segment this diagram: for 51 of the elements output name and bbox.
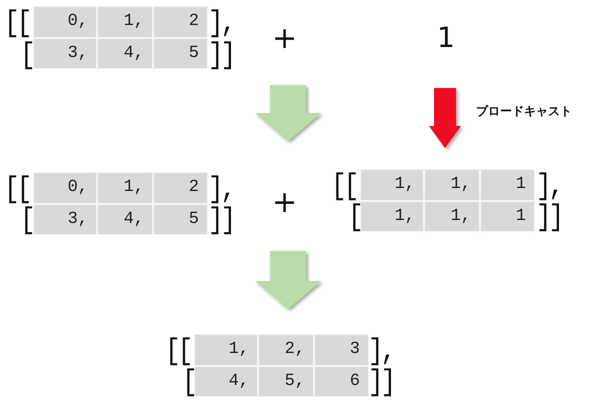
bracket: [[ (331, 171, 356, 201)
plus-sign: + (272, 188, 298, 218)
bracket: ]] (208, 205, 234, 235)
scalar-value: 1 (437, 23, 455, 53)
bracket: ], (208, 8, 234, 38)
bracket: ]] (536, 202, 562, 232)
bracket: [[ (4, 174, 30, 204)
matrix-cell: 0, (34, 7, 96, 37)
matrix-cell: 5 (154, 205, 207, 234)
plus-sign: + (272, 24, 298, 54)
matrix-cell: 5, (259, 367, 313, 396)
array-grid (194, 334, 369, 397)
array-grid (360, 169, 535, 232)
matrix-cell: 4, (195, 367, 257, 396)
matrix-cell: 6 (315, 367, 368, 396)
matrix-cell: 2 (154, 173, 207, 203)
matrix-cell: 3, (34, 205, 96, 234)
bracket: [[ (165, 336, 190, 366)
matrix-cell: 1 (481, 170, 534, 200)
matrix-cell: 2, (259, 335, 313, 365)
bracket: [[ (4, 8, 30, 38)
bracket: ]] (208, 40, 234, 70)
matrix-cell: 5 (154, 39, 207, 68)
matrix-cell: 2 (154, 7, 207, 37)
matrix-cell: 4, (98, 205, 152, 234)
bracket: ], (536, 171, 562, 201)
bracket: ]] (368, 367, 394, 397)
matrix-cell: 4, (98, 39, 152, 68)
matrix-cell: 0, (34, 173, 96, 203)
matrix-cell: 3 (315, 335, 368, 365)
matrix-cell: 1, (425, 170, 479, 200)
matrix-cell: 1, (361, 202, 423, 231)
block-arrow (429, 88, 461, 148)
bracket: ], (368, 336, 394, 366)
matrix-cell: 3, (34, 39, 96, 68)
block-arrow (255, 251, 321, 309)
bracket: ], (208, 174, 234, 204)
bracket: [ (182, 367, 195, 397)
bracket: [ (20, 205, 33, 235)
matrix-cell: 1 (481, 202, 534, 231)
matrix-cell: 1, (98, 7, 152, 37)
block-arrow (255, 85, 321, 141)
matrix-cell: 1, (425, 202, 479, 231)
matrix-cell: 1, (98, 173, 152, 203)
edge-label: ブロードキャスト (476, 103, 572, 120)
matrix-cell: 1, (361, 170, 423, 200)
bracket: [ (348, 202, 361, 232)
array-grid (33, 172, 208, 235)
matrix-cell: 1, (195, 335, 257, 365)
array-grid (33, 6, 208, 69)
bracket: [ (20, 40, 33, 70)
